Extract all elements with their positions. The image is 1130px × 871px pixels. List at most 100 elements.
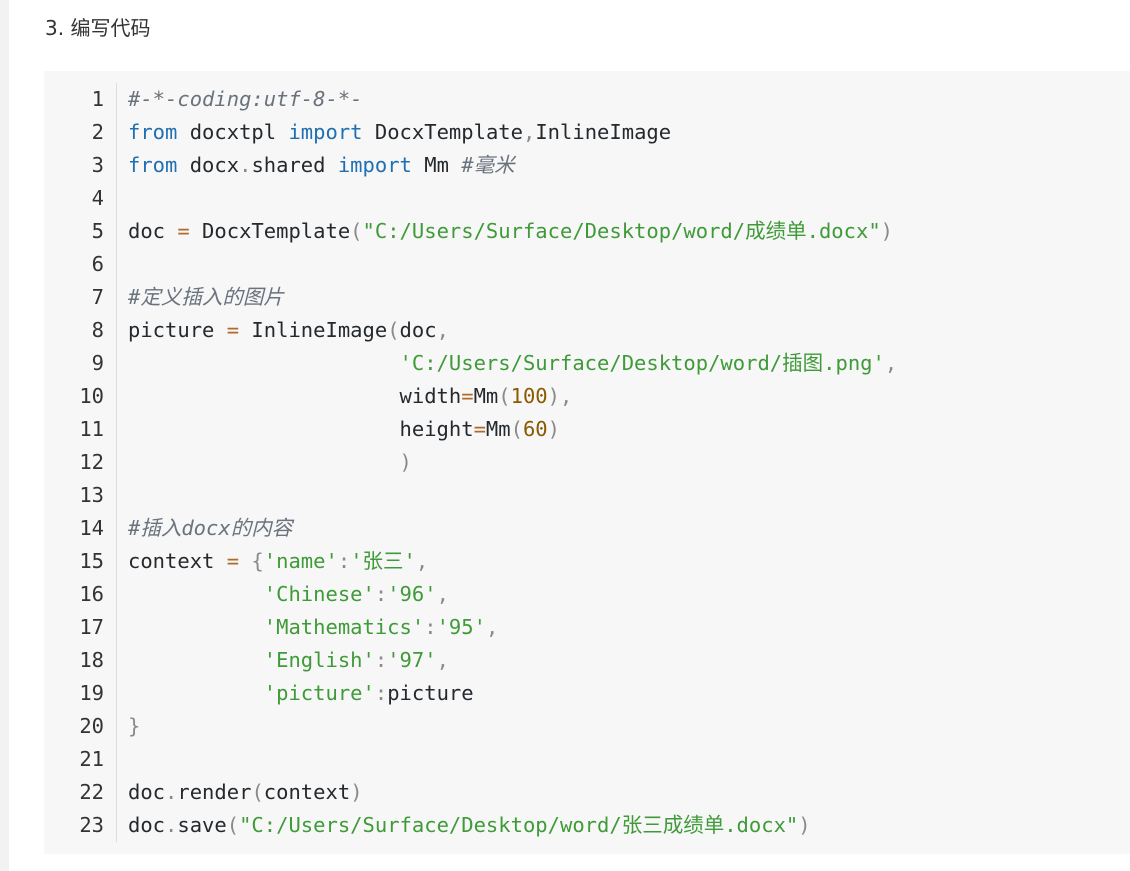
code-token-name: Mm: [473, 384, 499, 408]
code-token-name: Mm: [485, 417, 511, 441]
code-token-punct: :: [337, 549, 351, 573]
code-token-string: 'Mathematics': [263, 615, 425, 639]
code-line: from docx.shared import Mm #毫米: [128, 149, 1130, 182]
code-token-punct: ,: [485, 615, 499, 639]
code-token-punct: (: [251, 780, 264, 804]
line-number: 4: [91, 186, 104, 210]
line-number: 7: [91, 285, 104, 309]
line-number: 16: [79, 582, 104, 606]
code-token-name: [128, 351, 400, 375]
code-token-name: context: [263, 780, 351, 804]
code-token-punct: (: [350, 219, 363, 243]
code-token-punct: :: [374, 582, 388, 606]
code-token-operator: =: [177, 219, 190, 243]
code-line: doc = DocxTemplate("C:/Users/Surface/Des…: [128, 215, 1130, 248]
code-token-string: 'picture': [263, 681, 375, 705]
line-number: 22: [79, 780, 104, 804]
code-token-name: save: [177, 813, 227, 837]
code-token-name: InlineImage: [535, 120, 672, 144]
code-token-name: [128, 681, 264, 705]
code-token-name: docx: [177, 153, 240, 177]
code-token-name: InlineImage: [239, 318, 388, 342]
code-line: from docxtpl import DocxTemplate,InlineI…: [128, 116, 1130, 149]
code-token-name: DocxTemplate: [362, 120, 523, 144]
code-token-punct: :: [374, 681, 388, 705]
code-token-punct: {: [239, 549, 264, 573]
code-line: doc.save("C:/Users/Surface/Desktop/word/…: [128, 809, 1130, 842]
code-token-comment: #-*-coding:utf-8-*-: [128, 87, 363, 111]
code-line: width=Mm(100),: [128, 380, 1130, 413]
code-token-keyword: import: [337, 153, 412, 177]
line-number: 5: [91, 219, 104, 243]
code-token-punct: ,: [436, 648, 449, 672]
line-number: 8: [91, 318, 104, 342]
code-token-string: '97': [387, 648, 437, 672]
code-line: context = {'name':'张三',: [128, 545, 1130, 578]
code-token-name: doc: [128, 780, 166, 804]
code-content[interactable]: #-*-coding:utf-8-*- from docxtpl import D…: [128, 83, 1130, 842]
code-line: 'C:/Users/Surface/Desktop/word/插图.png',: [128, 347, 1130, 380]
code-token-name: context: [128, 549, 227, 573]
code-token-punct: .: [165, 780, 178, 804]
line-number: 11: [79, 417, 104, 441]
code-token-string: 'C:/Users/Surface/Desktop/word/插图.png': [399, 351, 885, 375]
line-number: 23: [79, 813, 104, 837]
code-token-comment: #毫米: [461, 153, 515, 177]
code-token-name: doc: [128, 219, 178, 243]
code-token-keyword: import: [288, 120, 363, 144]
code-token-name: shared: [251, 153, 338, 177]
line-number: 20: [79, 714, 104, 738]
code-line: doc.render(context): [128, 776, 1130, 809]
code-token-punct: ,: [884, 351, 898, 375]
code-token-punct: ),: [547, 384, 573, 408]
code-token-string: '96': [387, 582, 437, 606]
code-token-name: [128, 648, 264, 672]
code-token-punct: ): [399, 450, 412, 474]
code-token-operator: =: [226, 318, 240, 342]
code-token-string: 'Chinese': [263, 582, 375, 606]
code-token-name: doc: [399, 318, 437, 342]
code-line: [128, 182, 1130, 215]
code-line: 'Mathematics':'95',: [128, 611, 1130, 644]
code-token-punct: (: [498, 384, 511, 408]
code-token-punct: .: [239, 153, 252, 177]
line-number: 17: [79, 615, 104, 639]
code-line: 'picture':picture: [128, 677, 1130, 710]
line-number: 3: [91, 153, 104, 177]
code-token-punct: ,: [436, 582, 449, 606]
code-token-punct: }: [128, 714, 141, 738]
code-line: picture = InlineImage(doc,: [128, 314, 1130, 347]
code-token-punct: ): [350, 780, 363, 804]
code-line: [128, 479, 1130, 512]
code-token-punct: :: [374, 648, 388, 672]
code-token-name: doc: [128, 813, 166, 837]
code-line: #插入docx的内容: [128, 512, 1130, 545]
line-number: 14: [79, 516, 104, 540]
code-token-name: docxtpl: [177, 120, 289, 144]
code-token-name: width: [128, 384, 462, 408]
code-token-punct: (: [226, 813, 240, 837]
code-token-punct: ): [798, 813, 811, 837]
code-token-name: height: [128, 417, 474, 441]
line-number: 6: [91, 252, 104, 276]
code-token-punct: :: [424, 615, 437, 639]
code-token-name: [128, 450, 400, 474]
code-line: [128, 248, 1130, 281]
code-line: 'Chinese':'96',: [128, 578, 1130, 611]
line-number: 9: [91, 351, 104, 375]
code-token-name: picture: [128, 318, 227, 342]
line-number: 2: [91, 120, 104, 144]
code-token-keyword: from: [128, 120, 178, 144]
code-line: [128, 743, 1130, 776]
code-token-punct: (: [510, 417, 523, 441]
code-token-punct: ,: [436, 318, 449, 342]
code-token-string: "C:/Users/Surface/Desktop/word/成绩单.docx": [362, 219, 881, 243]
line-number: 1: [91, 87, 104, 111]
code-token-punct: ): [547, 417, 560, 441]
code-token-name: DocxTemplate: [189, 219, 351, 243]
left-margin-strip: [0, 0, 9, 871]
code-line: #-*-coding:utf-8-*-: [128, 83, 1130, 116]
code-token-number: 100: [510, 384, 548, 408]
